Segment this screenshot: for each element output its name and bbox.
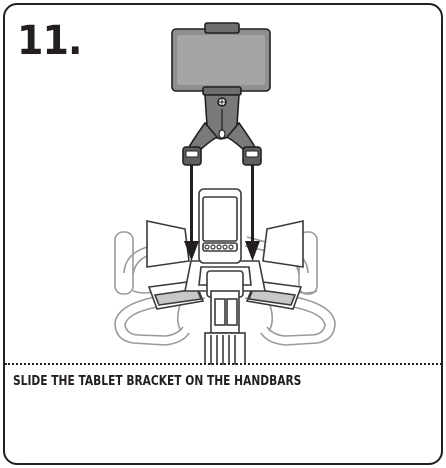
console-screen [202, 196, 238, 242]
step-number: 11. [17, 18, 82, 64]
console-buttons [204, 244, 234, 250]
left-upper-pad [146, 220, 190, 268]
tablet-bracket [171, 22, 271, 166]
tablet-clip-bottom [202, 86, 242, 96]
down-arrow-icon [184, 165, 260, 261]
right-upper-pad [262, 220, 304, 268]
tablet-clip-top [204, 22, 240, 34]
bike-illustration [114, 22, 336, 365]
instruction-panel: 11. [3, 3, 443, 465]
console [198, 188, 242, 264]
right-loop [244, 287, 336, 346]
handlebars [114, 231, 336, 346]
armrest-pads [146, 220, 304, 310]
step-instruction: SLIDE THE TABLET BRACKET ON THE HANDBARS [13, 374, 302, 389]
left-grip [114, 231, 134, 295]
left-loop [114, 287, 206, 346]
section-divider [5, 363, 441, 365]
console-mount [184, 260, 266, 365]
